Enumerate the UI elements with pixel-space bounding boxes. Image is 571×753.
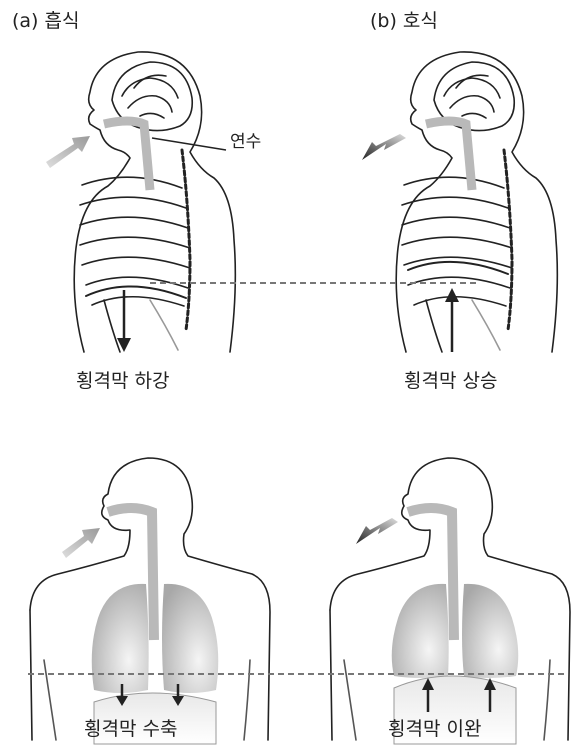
figure-expiration-side <box>396 52 557 352</box>
figure-inspiration-side <box>74 52 235 352</box>
diaphragm-down-arrow <box>117 290 131 352</box>
diaphragm-down-label: 횡격막 하강 <box>76 372 169 391</box>
panel-title-inspiration: (a) 흡식 <box>12 12 79 31</box>
medulla-pointer-line <box>152 138 226 150</box>
panel-title-expiration: (b) 호식 <box>370 12 438 31</box>
diaphragm-relax-label: 횡격막 이완 <box>388 720 481 739</box>
air-inflow-arrow <box>62 528 100 558</box>
air-outflow-arrow <box>356 518 398 544</box>
diaphragm-up-label: 횡격막 상승 <box>404 372 497 391</box>
diaphragm-contract-label: 횡격막 수축 <box>84 720 177 739</box>
air-outflow-arrow <box>362 134 406 160</box>
air-inflow-arrow <box>46 136 90 168</box>
medulla-label: 연수 <box>230 134 261 151</box>
